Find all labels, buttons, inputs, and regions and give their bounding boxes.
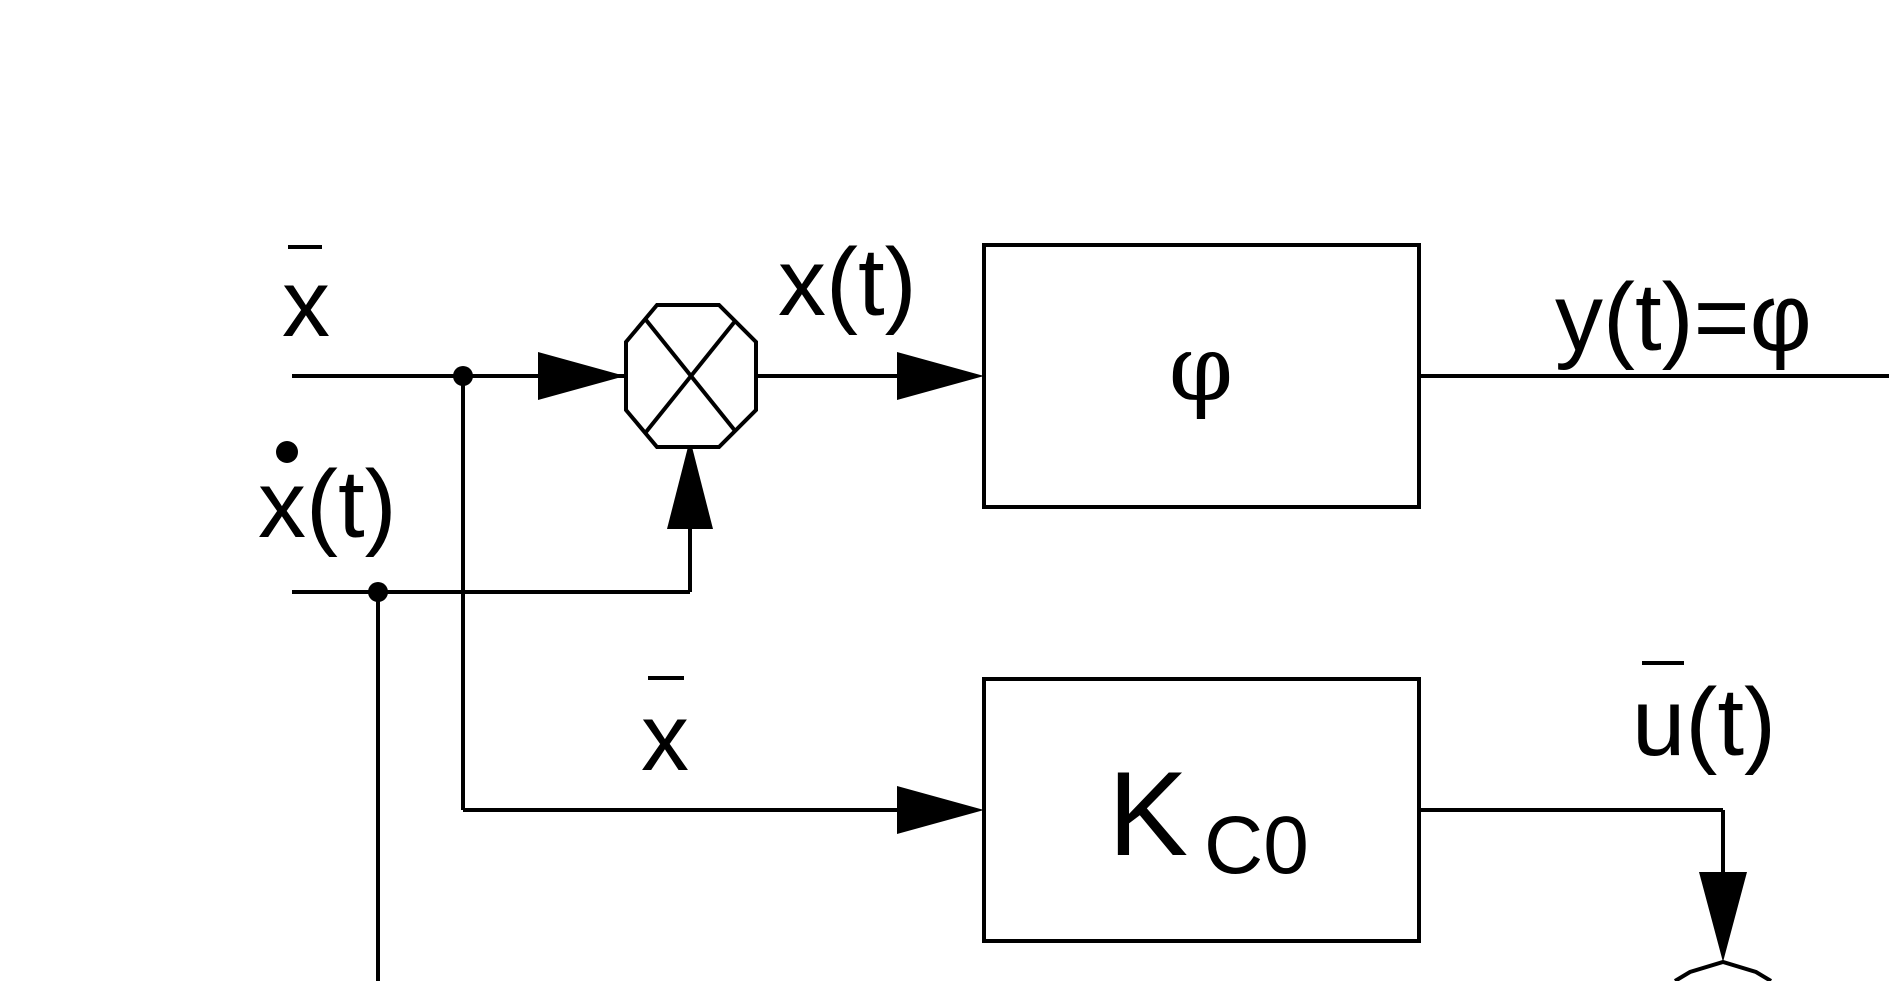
- label-x-t: x(t): [778, 229, 917, 336]
- multiplier-cross-b: [644, 318, 738, 434]
- junction-dot-upper: [453, 366, 473, 386]
- phi-block-label: φ: [1169, 315, 1233, 422]
- label-u-bar-t-group: u(t): [1632, 661, 1776, 776]
- label-y-t: y(t)=φ: [1555, 264, 1812, 371]
- k-block: [982, 677, 1421, 943]
- label-u-bar-t: u(t): [1632, 669, 1776, 776]
- summer-node-partial: [1673, 959, 1773, 981]
- phi-block: [982, 243, 1421, 509]
- arrowhead-to-multiplier: [538, 352, 625, 400]
- arrowhead-down-to-summer: [1699, 872, 1747, 962]
- arrowhead-up-to-multiplier: [667, 439, 713, 529]
- label-x-dot-input-group: x(t): [258, 441, 397, 558]
- label-x-dot-input: x(t): [258, 451, 397, 558]
- multiplier-node: [624, 303, 758, 449]
- arrowhead-to-k-block: [897, 786, 984, 834]
- dot-over-x: [276, 441, 298, 463]
- label-x-bar-lower-group: x: [641, 676, 689, 791]
- label-x-bar-input: x: [282, 250, 330, 357]
- arrowhead-to-phi-block: [897, 352, 984, 400]
- junction-dot-lower: [368, 582, 388, 602]
- k-block-label: K: [1108, 747, 1188, 881]
- label-x-bar-lower: x: [641, 684, 689, 791]
- k-block-subscript: C0: [1204, 800, 1309, 891]
- wires: [292, 374, 1889, 981]
- label-x-bar-input-group: x: [282, 245, 330, 357]
